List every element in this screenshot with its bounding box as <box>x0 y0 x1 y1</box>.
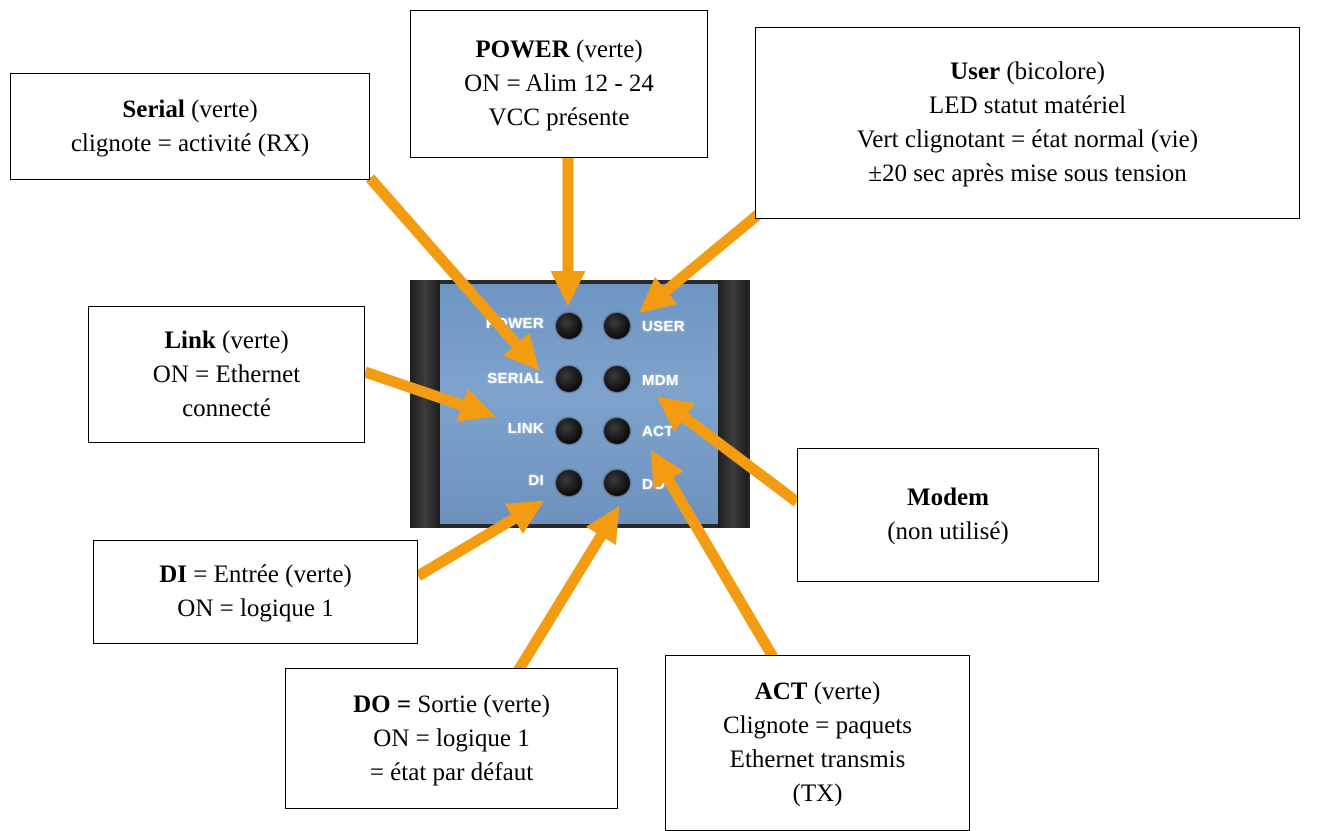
led-label-mdm: MDM <box>642 372 679 389</box>
di-desc: ON = logique 1 <box>177 595 334 622</box>
user-led <box>604 313 630 339</box>
power-led <box>556 313 582 339</box>
user-suffix: (bicolore) <box>1000 58 1105 85</box>
led-label-serial: SERIAL <box>487 370 544 387</box>
act-desc-3: (TX) <box>792 780 843 807</box>
callout-modem: Modem (non utilisé) <box>797 448 1099 582</box>
act-desc-2: Ethernet transmis <box>729 746 906 773</box>
do-desc-1: ON = logique 1 <box>373 724 530 752</box>
link-desc-1: ON = Ethernet <box>152 360 301 388</box>
serial-suffix: (verte) <box>184 95 258 123</box>
do-title: DO = <box>353 690 412 718</box>
mdm-led <box>604 366 630 392</box>
callout-act: ACT (verte) Clignote = paquets Ethernet … <box>665 655 970 831</box>
act-desc-1: Clignote = paquets <box>722 712 913 739</box>
serial-desc: clignote = activité (RX) <box>70 129 310 157</box>
led-label-act: ACT <box>642 423 674 440</box>
led-label-do: DO <box>642 476 666 493</box>
do-suffix: Sortie (verte) <box>411 690 550 718</box>
serial-led <box>556 366 582 392</box>
panel-left-bezel <box>410 280 440 528</box>
callout-serial: Serial (verte) clignote = activité (RX) <box>10 73 370 180</box>
serial-title: Serial <box>122 95 185 123</box>
panel-right-bezel <box>718 280 748 528</box>
do-desc-2: = état par défaut <box>369 758 534 786</box>
user-desc-1: LED statut matériel <box>928 92 1127 119</box>
led-label-di: DI <box>528 472 544 489</box>
link-suffix: (verte) <box>215 326 289 354</box>
led-label-link: LINK <box>507 420 544 437</box>
link-title: Link <box>164 326 216 354</box>
link-led <box>556 418 582 444</box>
di-title: DI <box>159 561 188 588</box>
callout-user: User (bicolore) LED statut matériel Vert… <box>755 27 1300 219</box>
power-suffix: (verte) <box>569 36 643 63</box>
user-desc-3: ±20 sec après mise sous tension <box>868 160 1187 187</box>
do-led <box>604 470 630 496</box>
modem-title: Modem <box>907 484 989 511</box>
led-label-user: USER <box>642 318 685 335</box>
callout-link: Link (verte) ON = Ethernet connecté <box>88 306 365 443</box>
callout-di: DI = Entrée (verte) ON = logique 1 <box>93 540 418 644</box>
di-led <box>556 470 582 496</box>
act-title: ACT <box>754 678 808 705</box>
callout-do: DO = Sortie (verte) ON = logique 1 = éta… <box>285 668 618 809</box>
power-desc-1: ON = Alim 12 - 24 <box>464 70 654 97</box>
user-desc-2: Vert clignotant = état normal (vie) <box>856 126 1199 153</box>
di-suffix: = Entrée (verte) <box>187 561 352 588</box>
link-desc-2: connecté <box>182 394 271 422</box>
callout-power: POWER (verte) ON = Alim 12 - 24 VCC prés… <box>410 10 708 158</box>
arrow-do <box>510 506 620 679</box>
led-label-power: POWER <box>485 315 544 332</box>
act-suffix: (verte) <box>807 678 881 705</box>
power-desc-2: VCC présente <box>488 104 630 131</box>
power-title: POWER <box>475 36 570 63</box>
modem-desc: (non utilisé) <box>887 518 1009 545</box>
act-led <box>604 418 630 444</box>
user-title: User <box>950 58 1001 85</box>
